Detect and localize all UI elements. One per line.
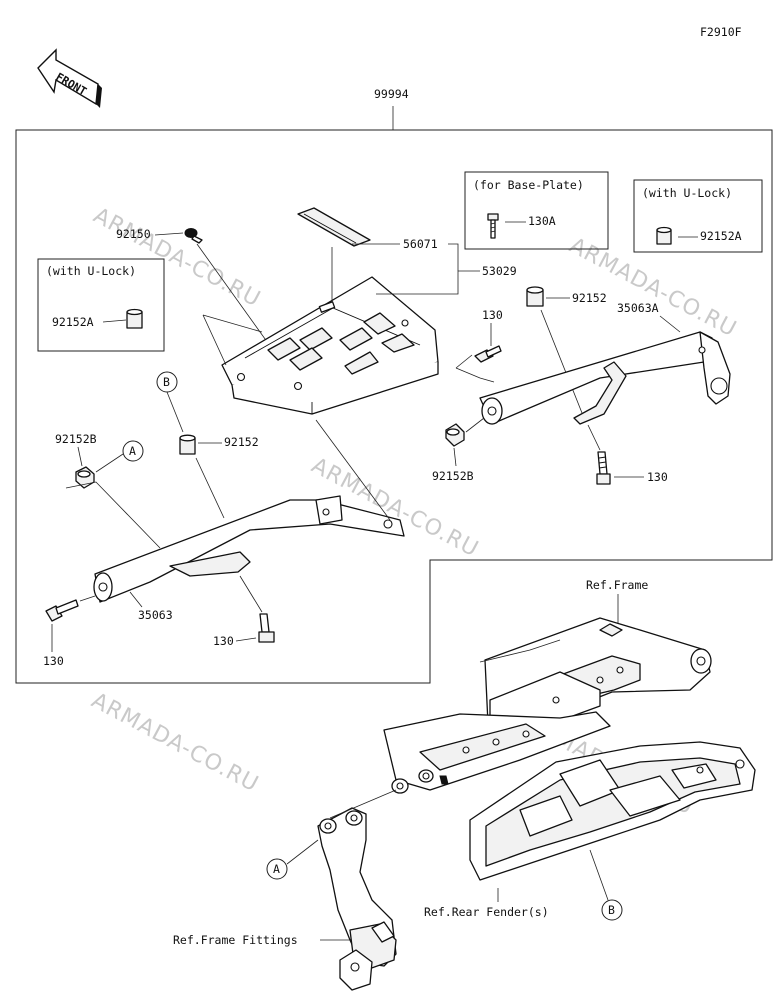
- part-92152B-right: 92152B: [432, 469, 474, 483]
- callout-a-upper-letter: A: [129, 444, 136, 458]
- part-92152-left: 92152: [224, 435, 259, 449]
- part-130-top: 130: [482, 308, 503, 322]
- part-56071: 56071: [403, 237, 438, 251]
- ref-frame-fittings-label: Ref.Frame Fittings: [173, 933, 298, 947]
- u-lock-box-left: (with U-Lock) 92152A: [37, 258, 165, 352]
- callout-b-lower: [601, 899, 623, 921]
- assembly-frame: [15, 129, 773, 684]
- part-130-right: 130: [647, 470, 668, 484]
- watermark-1: ARMADA-CO.RU: [89, 203, 265, 312]
- callout-b-upper-letter: B: [163, 375, 170, 389]
- frame-assembly: [383, 617, 712, 794]
- frame-fittings: [317, 807, 397, 991]
- part-130-left: 130: [43, 654, 64, 668]
- part-35063A: 35063A: [617, 301, 659, 315]
- label-sticker-56071: [297, 207, 371, 247]
- front-arrow-icon: FRONT: [37, 48, 102, 108]
- part-92152A-left: 92152A: [52, 315, 94, 329]
- figure-code: F2910F: [700, 25, 742, 39]
- part-92152B-left: 92152B: [55, 432, 97, 446]
- collar-92152A-left-icon: [126, 308, 143, 329]
- collar-92152-right-icon: [526, 286, 544, 307]
- bolt-130-right-icon: [596, 451, 611, 485]
- collar-92152-left-icon: [179, 434, 196, 455]
- u-lock-right-title: (with U-Lock): [642, 186, 732, 200]
- bolt-130-left-icon: [45, 599, 79, 622]
- part-92152-right: 92152: [572, 291, 607, 305]
- callout-a-lower-letter: A: [273, 862, 280, 876]
- base-plate-box-title: (for Base-Plate): [473, 178, 584, 192]
- callout-a-upper: [122, 440, 144, 462]
- collar-92152A-right-icon: [656, 226, 672, 245]
- bolt-130A-icon: [487, 213, 499, 239]
- ref-frame-label: Ref.Frame: [586, 578, 648, 592]
- callout-a-lower: [266, 858, 288, 880]
- part-130A: 130A: [528, 214, 556, 228]
- watermark-2: ARMADA-CO.RU: [565, 233, 741, 342]
- u-lock-left-title: (with U-Lock): [46, 264, 136, 278]
- part-130-bottom: 130: [213, 634, 234, 648]
- rear-fender: [469, 741, 756, 881]
- nut-92150-icon: [184, 228, 203, 244]
- nut-92152B-left-icon: [75, 466, 95, 489]
- assembly-number: 99994: [374, 87, 409, 101]
- base-plate-53029: [221, 276, 439, 415]
- part-92152A-right: 92152A: [700, 229, 742, 243]
- ref-rear-fender-label: Ref.Rear Fender(s): [424, 905, 549, 919]
- u-lock-box-right: (with U-Lock) 92152A: [633, 179, 763, 253]
- base-plate-box: (for Base-Plate) 130A: [464, 171, 609, 250]
- part-92150: 92150: [116, 227, 151, 241]
- nut-92152B-right-icon: [445, 423, 465, 447]
- part-35063: 35063: [138, 608, 173, 622]
- callout-b-lower-letter: B: [608, 903, 615, 917]
- bolt-130-bottom-icon: [258, 613, 275, 643]
- bracket-35063A: [479, 331, 731, 425]
- bracket-35063: [93, 495, 405, 603]
- watermark-4: ARMADA-CO.RU: [87, 688, 263, 797]
- bolt-130-top-icon: [474, 345, 502, 363]
- part-53029: 53029: [482, 264, 517, 278]
